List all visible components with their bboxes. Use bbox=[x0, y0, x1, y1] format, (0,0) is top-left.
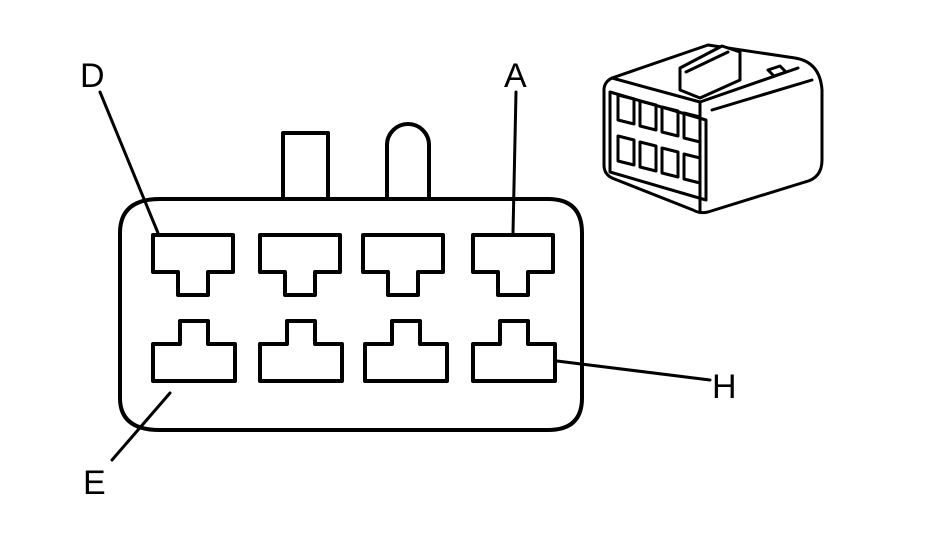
round-lock-tab bbox=[385, 122, 431, 201]
terminal-e bbox=[151, 319, 237, 383]
leader-line-e bbox=[110, 391, 172, 462]
square-lock-tab bbox=[281, 131, 330, 201]
terminal-c bbox=[258, 233, 342, 297]
label-a: A bbox=[504, 57, 527, 95]
leader-line-d bbox=[98, 90, 160, 235]
terminal-b bbox=[361, 233, 445, 297]
terminal-row-bottom bbox=[151, 319, 557, 383]
terminal-f bbox=[258, 319, 344, 383]
terminal-h bbox=[471, 319, 557, 383]
terminal-d bbox=[151, 233, 235, 297]
terminal-row-top bbox=[151, 233, 555, 297]
label-e: E bbox=[83, 464, 106, 502]
leader-line-h bbox=[555, 359, 712, 382]
terminal-a bbox=[471, 233, 555, 297]
label-h: H bbox=[712, 368, 737, 406]
leader-line-a bbox=[511, 90, 518, 235]
connector-isometric-illustration bbox=[602, 43, 824, 215]
terminal-g bbox=[363, 319, 449, 383]
label-d: D bbox=[80, 57, 105, 95]
